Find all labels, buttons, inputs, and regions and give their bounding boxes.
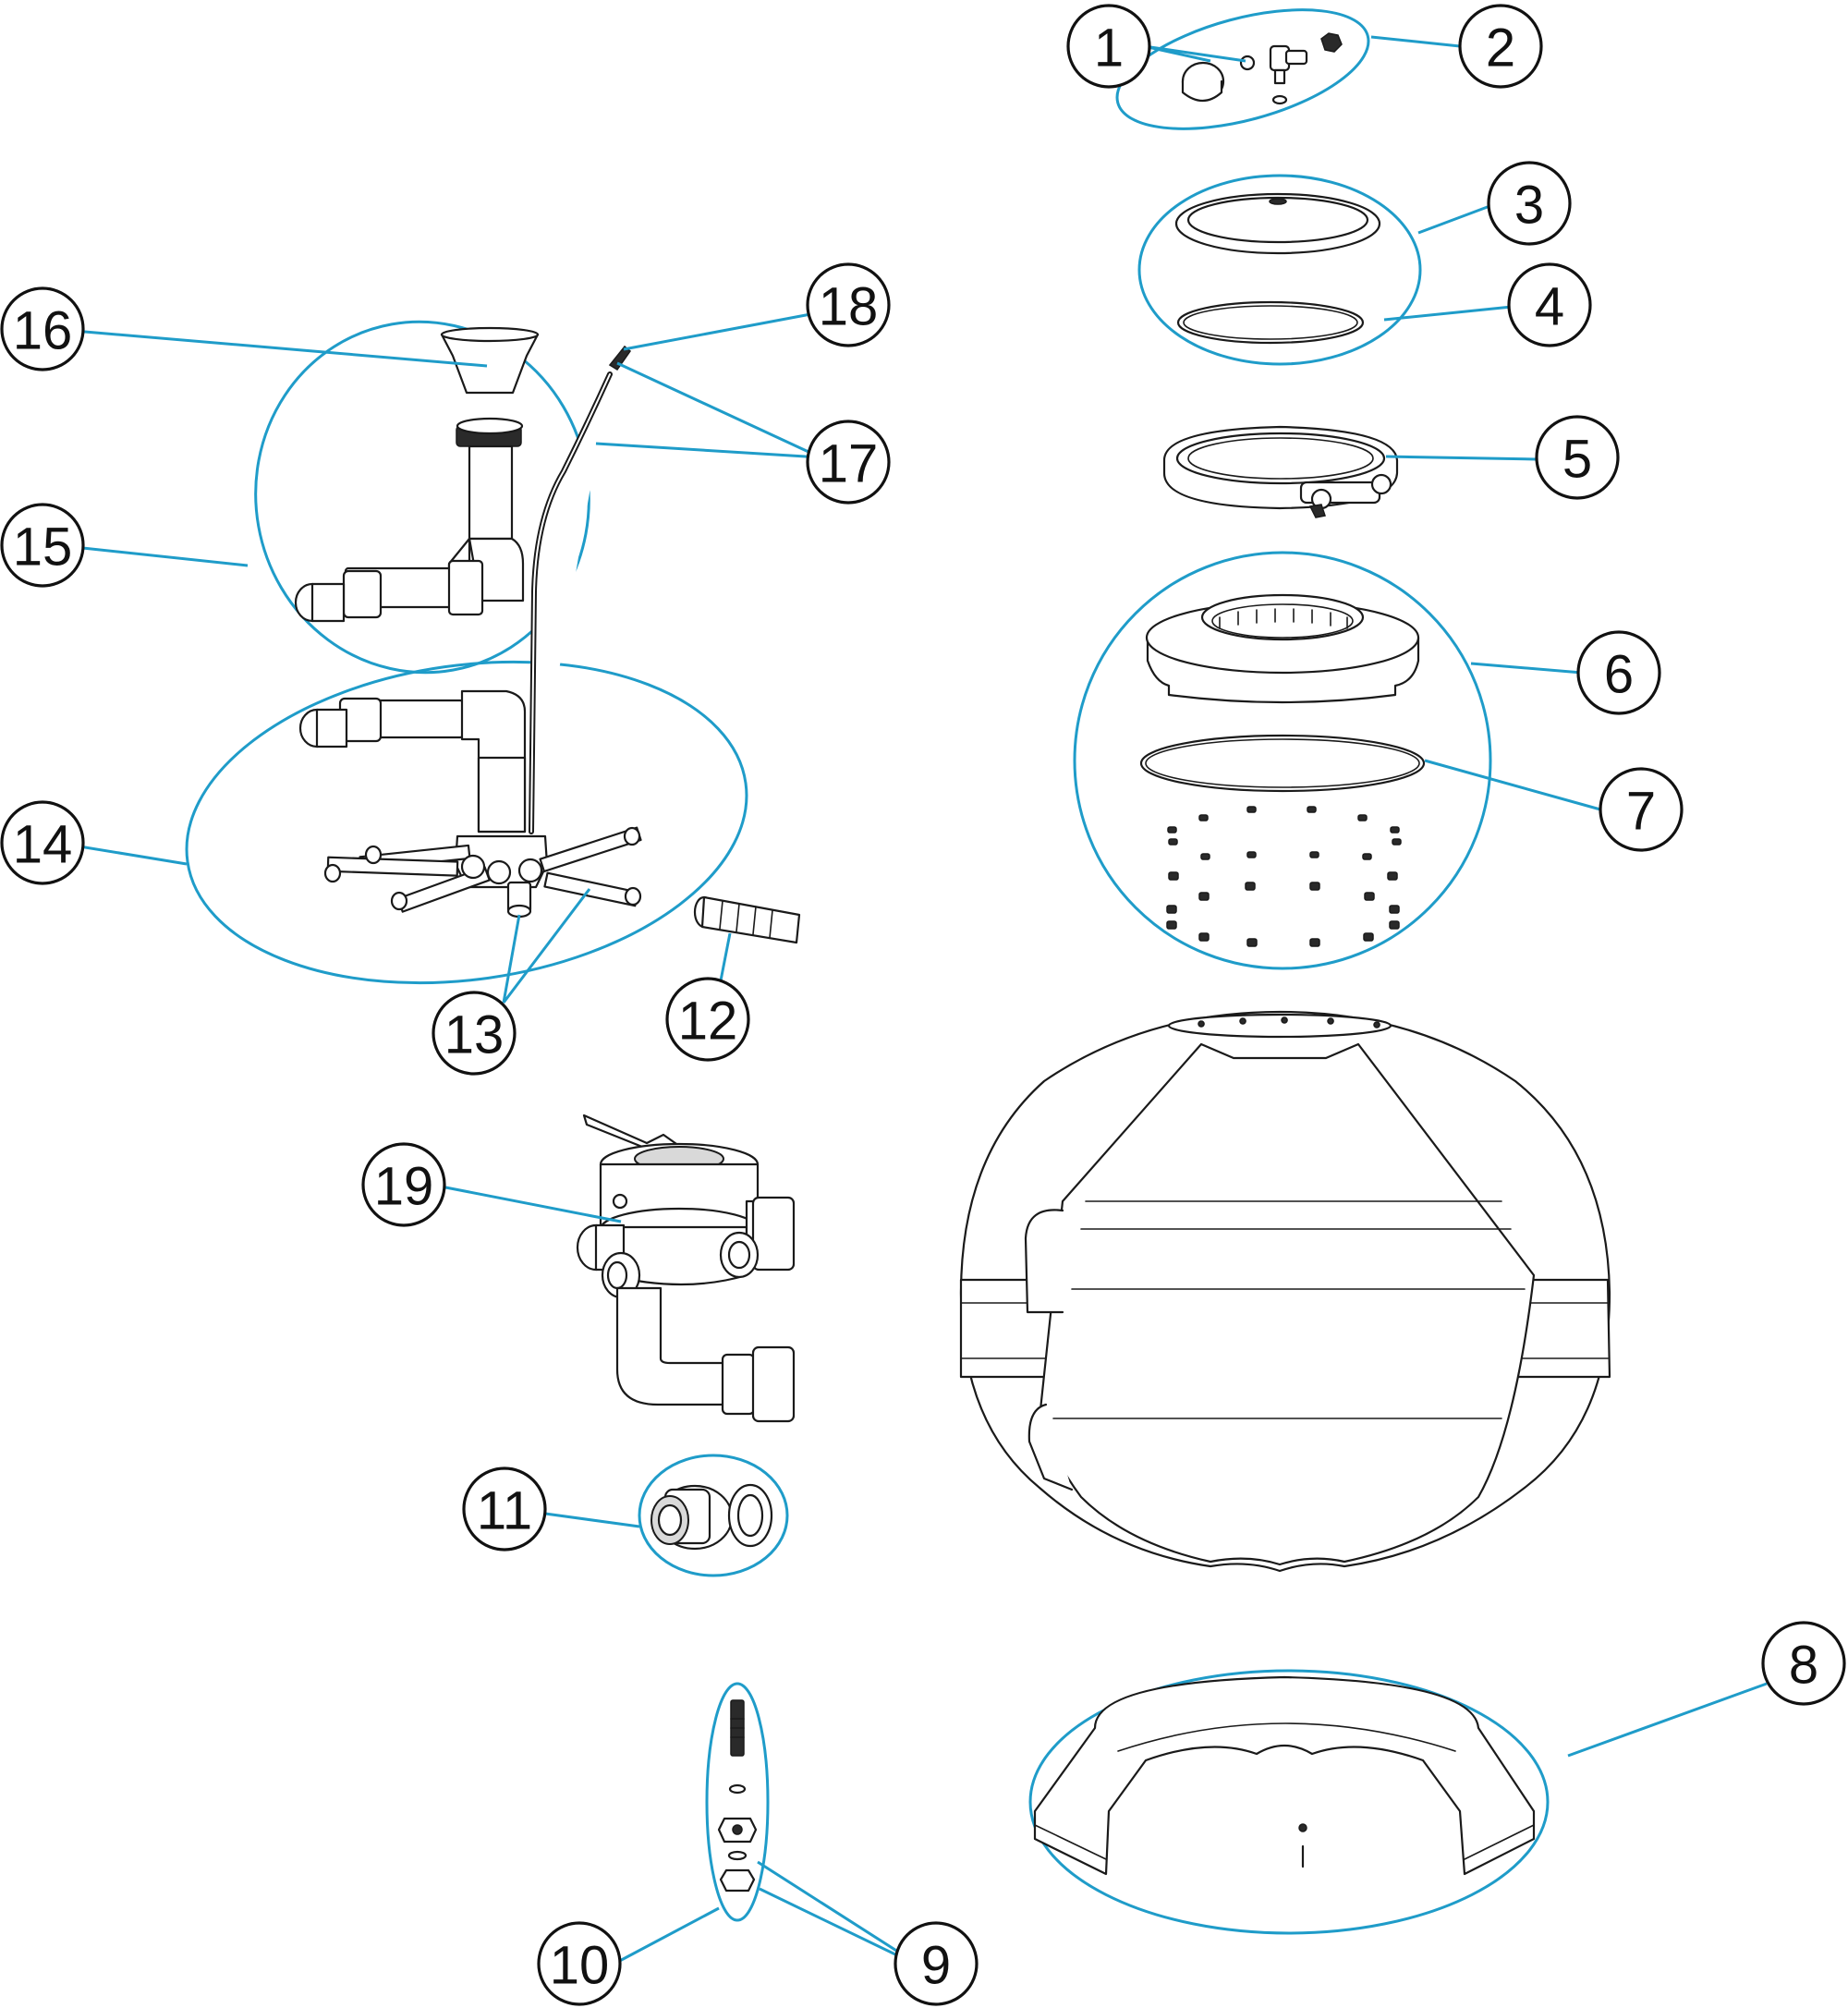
lid-and-oring: [1137, 174, 1422, 366]
svg-text:13: 13: [444, 1005, 505, 1065]
svg-text:6: 6: [1604, 645, 1634, 705]
callout-13: 13: [432, 991, 517, 1076]
callout-12: 12: [665, 977, 750, 1062]
svg-text:8: 8: [1789, 1636, 1818, 1696]
flange-oring-nozzles: [1073, 551, 1492, 970]
filter-base: [1028, 1669, 1550, 1935]
svg-text:19: 19: [374, 1157, 434, 1217]
svg-text:5: 5: [1562, 430, 1592, 490]
callout-5: 5: [1535, 415, 1620, 500]
callout-4: 4: [1507, 262, 1592, 347]
callout-10: 10: [537, 1921, 622, 2006]
svg-text:7: 7: [1626, 782, 1656, 842]
callout-16: 16: [0, 286, 85, 371]
clamp-ring: [1162, 425, 1399, 518]
svg-text:10: 10: [550, 1936, 610, 1996]
callout-7: 7: [1599, 767, 1684, 852]
callout-18: 18: [806, 262, 891, 347]
svg-text:12: 12: [678, 992, 738, 1052]
callout-9: 9: [894, 1921, 979, 2006]
callout-11: 11: [462, 1466, 547, 1552]
callout-8: 8: [1761, 1621, 1846, 1706]
svg-text:16: 16: [13, 301, 73, 361]
callout-17: 17: [806, 420, 891, 505]
svg-text:11: 11: [477, 1481, 532, 1541]
drain-screw-set: [705, 1682, 770, 1922]
leader-lines: [73, 35, 1768, 1970]
svg-text:1: 1: [1094, 18, 1124, 79]
svg-text:18: 18: [819, 277, 879, 337]
callout-1: 1: [1066, 4, 1151, 89]
lateral-part: [693, 895, 801, 944]
callout-3: 3: [1487, 161, 1572, 246]
callout-14: 14: [0, 800, 85, 885]
upper-pipe-assembly: [254, 320, 590, 675]
filter-tank-body: [959, 1010, 1611, 1573]
callout-19: 19: [361, 1142, 446, 1227]
air-release-tube: [529, 345, 632, 834]
svg-text:17: 17: [819, 434, 879, 494]
callout-15: 15: [0, 503, 85, 588]
callout-2: 2: [1458, 4, 1543, 89]
svg-text:14: 14: [13, 815, 73, 875]
multiport-valve: [576, 1114, 796, 1423]
svg-text:15: 15: [13, 517, 73, 578]
svg-text:4: 4: [1535, 277, 1564, 337]
union-set: [638, 1454, 789, 1577]
callout-6: 6: [1576, 630, 1661, 715]
air-purge-fittings: [1115, 8, 1370, 130]
svg-text:2: 2: [1486, 18, 1515, 79]
svg-text:3: 3: [1514, 176, 1544, 236]
svg-text:9: 9: [921, 1936, 951, 1996]
lower-collector-assembly: [185, 660, 748, 985]
